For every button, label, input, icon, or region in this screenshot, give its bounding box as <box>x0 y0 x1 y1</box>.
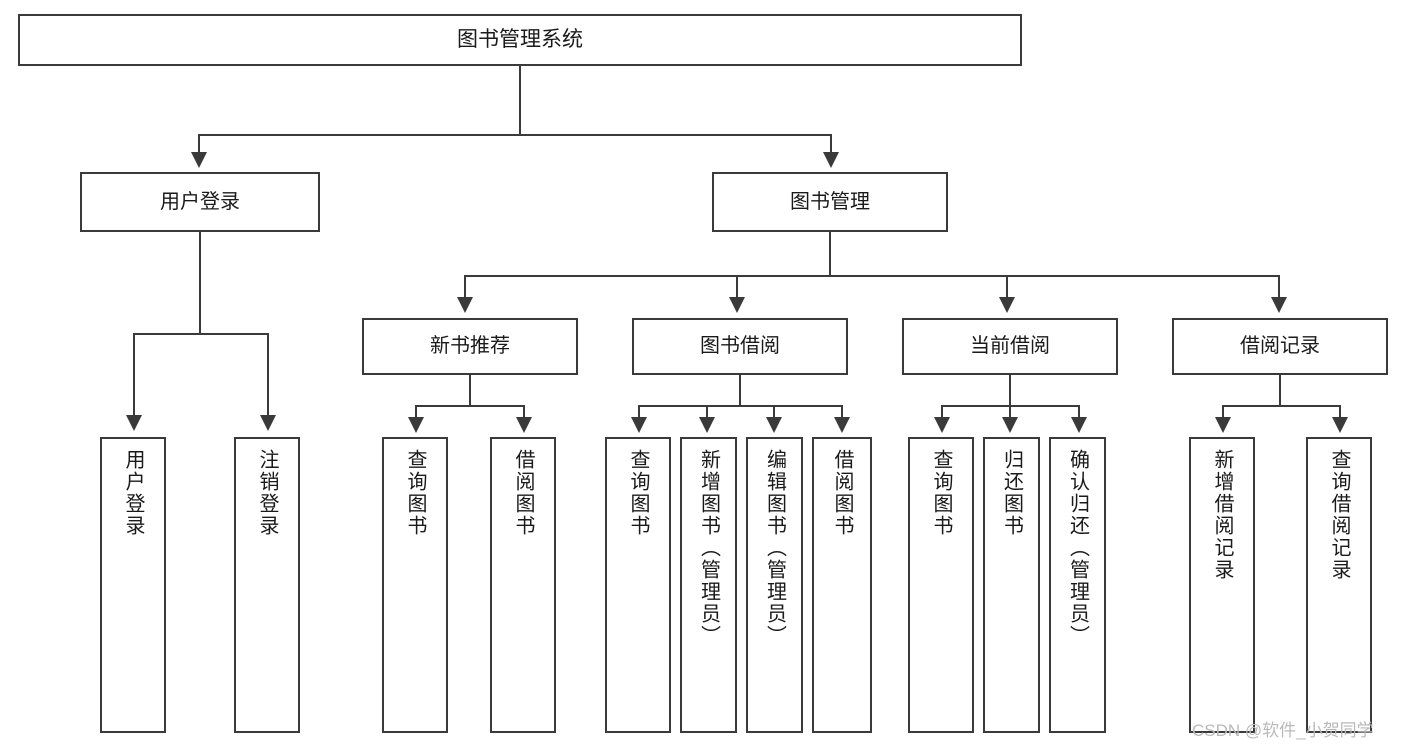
node-label: 借阅图书 <box>831 449 853 537</box>
edge-user-login-bus <box>133 333 267 335</box>
edge-new-book-bus <box>415 405 523 407</box>
node-label: 编辑图书（管理员） <box>763 449 786 647</box>
arrow-user-login-to-leaf-1-icon <box>126 415 142 431</box>
arrow-new-book-to-leaf-1-icon <box>408 417 424 433</box>
node-label: 新书推荐 <box>430 335 510 357</box>
arrow-book-borrow-to-leaf-4-icon <box>834 417 850 433</box>
node-label: 图书管理 <box>790 190 870 213</box>
edge-new-book-to-leaf-2 <box>523 405 525 419</box>
arrow-book-borrow-to-leaf-3-icon <box>766 417 782 433</box>
edge-current-borrow-to-leaf-3 <box>1078 405 1080 419</box>
arrow-current-borrow-to-leaf-3-icon <box>1071 417 1087 433</box>
edge-bm-to-current-borrow <box>1006 275 1008 299</box>
leaf-query-borrow-record[interactable]: 查询借阅记录 <box>1306 437 1372 733</box>
edge-book-management-bus <box>464 275 1280 277</box>
arrow-bm-to-current-borrow-icon <box>999 297 1015 313</box>
edge-user-login-stem <box>199 232 201 333</box>
node-label: 图书管理系统 <box>457 27 583 51</box>
node-label: 图书借阅 <box>700 335 780 357</box>
node-label: 归还图书 <box>1000 449 1023 537</box>
edge-current-borrow-to-leaf-2 <box>1009 405 1011 419</box>
arrow-root-to-user-login-icon <box>191 152 207 168</box>
leaf-query-book-current[interactable]: 查询图书 <box>908 437 974 733</box>
edge-book-borrow-to-leaf-1 <box>638 405 640 419</box>
edge-bm-to-borrow-record <box>1278 275 1280 299</box>
arrow-bm-to-new-book-icon <box>457 297 473 313</box>
arrow-book-borrow-to-leaf-1-icon <box>631 417 647 433</box>
leaf-logout[interactable]: 注销登录 <box>234 437 300 733</box>
node-label: 新增借阅记录 <box>1211 449 1233 581</box>
edge-book-borrow-to-leaf-2 <box>706 405 708 419</box>
node-label: 查询图书 <box>627 449 649 537</box>
leaf-add-borrow-record[interactable]: 新增借阅记录 <box>1189 437 1255 733</box>
node-label: 借阅图书 <box>512 449 534 537</box>
leaf-borrow-book-new-recommendation[interactable]: 借阅图书 <box>490 437 556 733</box>
edge-new-book-to-leaf-1 <box>415 405 417 419</box>
arrow-borrow-record-to-leaf-1-icon <box>1215 417 1231 433</box>
edge-book-borrow-to-leaf-3 <box>773 405 775 419</box>
arrow-current-borrow-to-leaf-1-icon <box>934 417 950 433</box>
edge-root-to-book-management <box>830 134 832 154</box>
leaf-borrow-book-borrowing[interactable]: 借阅图书 <box>812 437 872 733</box>
node-label: 查询图书 <box>930 449 952 537</box>
leaf-query-book-borrowing[interactable]: 查询图书 <box>605 437 671 733</box>
edge-root-to-user-login <box>198 134 200 154</box>
watermark: CSDN @软件_小贺同学 <box>1192 721 1374 740</box>
arrow-current-borrow-to-leaf-2-icon <box>1002 417 1018 433</box>
edge-current-borrow-to-leaf-1 <box>941 405 943 419</box>
node-borrowing-record[interactable]: 借阅记录 <box>1172 318 1388 375</box>
arrow-bm-to-borrow-record-icon <box>1271 297 1287 313</box>
edge-book-borrow-to-leaf-4 <box>841 405 843 419</box>
edge-borrow-record-to-leaf-2 <box>1339 405 1341 419</box>
edge-bm-to-new-book <box>464 275 466 299</box>
edge-new-book-stem <box>469 375 471 405</box>
edge-book-borrow-bus <box>638 405 842 407</box>
node-user-login[interactable]: 用户登录 <box>80 172 320 232</box>
edge-user-login-to-leaf-1 <box>133 333 135 417</box>
node-label: 新增图书（管理员） <box>697 449 720 647</box>
edge-user-login-to-leaf-2 <box>267 333 269 417</box>
node-current-borrowing[interactable]: 当前借阅 <box>902 318 1118 375</box>
arrow-borrow-record-to-leaf-2-icon <box>1332 417 1348 433</box>
arrow-user-login-to-leaf-2-icon <box>260 415 276 431</box>
node-label: 用户登录 <box>122 449 144 537</box>
node-label: 借阅记录 <box>1240 335 1320 357</box>
arrow-bm-to-book-borrow-icon <box>729 297 745 313</box>
edge-book-management-stem <box>829 232 831 275</box>
leaf-user-login[interactable]: 用户登录 <box>100 437 166 733</box>
edge-bm-to-book-borrow <box>736 275 738 299</box>
node-label: 当前借阅 <box>970 335 1050 357</box>
leaf-return-book[interactable]: 归还图书 <box>983 437 1040 733</box>
edge-current-borrow-stem <box>1009 375 1011 405</box>
edge-root-bus <box>198 134 831 136</box>
arrow-root-to-book-management-icon <box>823 152 839 168</box>
edge-borrow-record-stem <box>1279 375 1281 405</box>
edge-borrow-record-bus <box>1222 405 1339 407</box>
arrow-book-borrow-to-leaf-2-icon <box>699 417 715 433</box>
edge-borrow-record-to-leaf-1 <box>1222 405 1224 419</box>
node-book-management[interactable]: 图书管理 <box>712 172 948 232</box>
leaf-add-book-admin[interactable]: 新增图书（管理员） <box>680 437 737 733</box>
node-label: 用户登录 <box>160 190 240 213</box>
node-book-borrowing[interactable]: 图书借阅 <box>632 318 848 375</box>
node-label: 确认归还（管理员） <box>1066 449 1089 647</box>
node-label: 注销登录 <box>256 449 278 537</box>
node-new-book-recommendation[interactable]: 新书推荐 <box>362 318 578 375</box>
leaf-confirm-return-admin[interactable]: 确认归还（管理员） <box>1049 437 1106 733</box>
edge-root-stem <box>519 66 521 134</box>
edge-book-borrow-stem <box>739 375 741 405</box>
leaf-query-book-new-recommendation[interactable]: 查询图书 <box>382 437 448 733</box>
node-label: 查询图书 <box>404 449 426 537</box>
node-label: 查询借阅记录 <box>1328 449 1350 581</box>
leaf-edit-book-admin[interactable]: 编辑图书（管理员） <box>746 437 803 733</box>
node-root-library-management-system[interactable]: 图书管理系统 <box>18 14 1022 66</box>
arrow-new-book-to-leaf-2-icon <box>516 417 532 433</box>
